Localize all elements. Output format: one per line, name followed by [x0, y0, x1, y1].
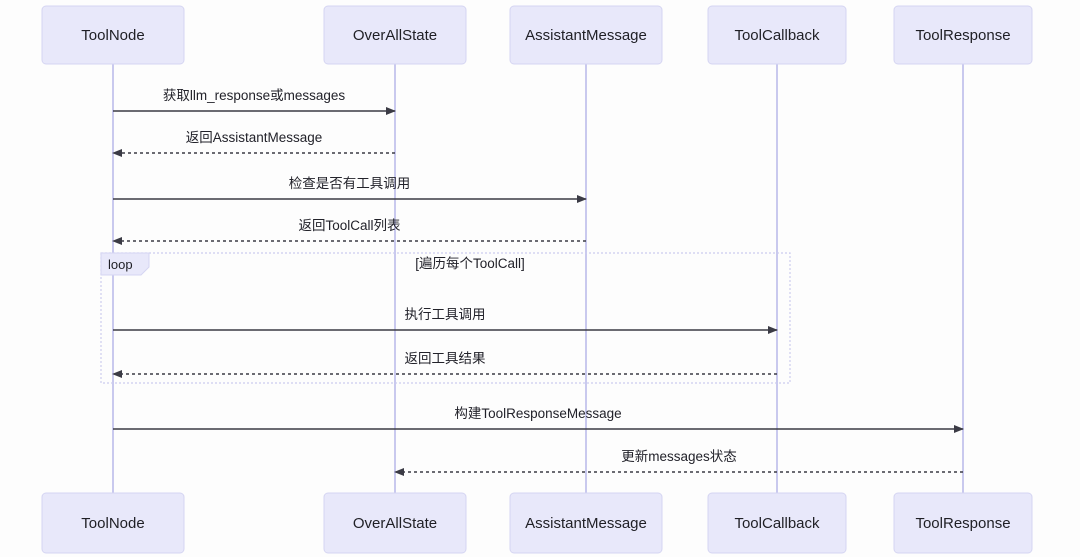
loop-fragment-condition-label: [遍历每个ToolCall] — [415, 256, 525, 271]
message-label-7: 构建ToolResponseMessage — [454, 406, 621, 421]
participant-label-top-toolnode: ToolNode — [81, 27, 144, 44]
message-label-5: 执行工具调用 — [405, 307, 486, 322]
participant-label-top-toolcallback: ToolCallback — [734, 27, 820, 44]
message-label-8: 更新messages状态 — [621, 449, 737, 464]
participant-box-top-toolnode[interactable] — [41, 5, 185, 65]
participant-box-top-toolresponse[interactable] — [893, 5, 1033, 65]
messages-group: 获取llm_response或messages 返回AssistantMessag… — [112, 88, 964, 476]
lifelines-group — [112, 64, 964, 493]
participant-boxes-top: ToolNode OverAllState AssistantMessage Tool… — [41, 5, 1033, 65]
participant-label-bottom-assistantmessage: AssistantMessage — [525, 515, 647, 532]
message-label-3: 检查是否有工具调用 — [289, 176, 411, 191]
participant-box-bottom-toolnode[interactable] — [41, 492, 185, 554]
participant-label-top-assistantmessage: AssistantMessage — [525, 27, 647, 44]
message-label-6: 返回工具结果 — [405, 351, 486, 366]
participant-label-top-toolresponse: ToolResponse — [915, 27, 1010, 44]
loop-fragment-tag-shape — [100, 252, 150, 276]
participant-box-bottom-overallstate[interactable] — [323, 492, 467, 554]
participant-box-bottom-toolcallback[interactable] — [707, 492, 847, 554]
participant-box-bottom-toolresponse[interactable] — [893, 492, 1033, 554]
loop-fragment-frame — [100, 252, 791, 384]
participant-label-bottom-toolresponse: ToolResponse — [915, 515, 1010, 532]
participant-box-top-assistantmessage[interactable] — [509, 5, 663, 65]
message-label-1: 获取llm_response或messages — [163, 88, 346, 103]
participant-box-top-overallstate[interactable] — [323, 5, 467, 65]
participant-box-top-toolcallback[interactable] — [707, 5, 847, 65]
loop-fragment-group: loop [遍历每个ToolCall] — [100, 252, 791, 384]
message-label-2: 返回AssistantMessage — [186, 130, 323, 145]
participant-box-bottom-assistantmessage[interactable] — [509, 492, 663, 554]
participant-label-bottom-overallstate: OverAllState — [353, 515, 437, 532]
message-label-4: 返回ToolCall列表 — [298, 218, 401, 233]
loop-fragment-tag-label: loop — [108, 257, 133, 272]
participant-label-top-overallstate: OverAllState — [353, 27, 437, 44]
participant-label-bottom-toolcallback: ToolCallback — [734, 515, 820, 532]
participant-boxes-bottom: ToolNode OverAllState AssistantMessage Tool… — [41, 492, 1033, 554]
participant-label-bottom-toolnode: ToolNode — [81, 515, 144, 532]
